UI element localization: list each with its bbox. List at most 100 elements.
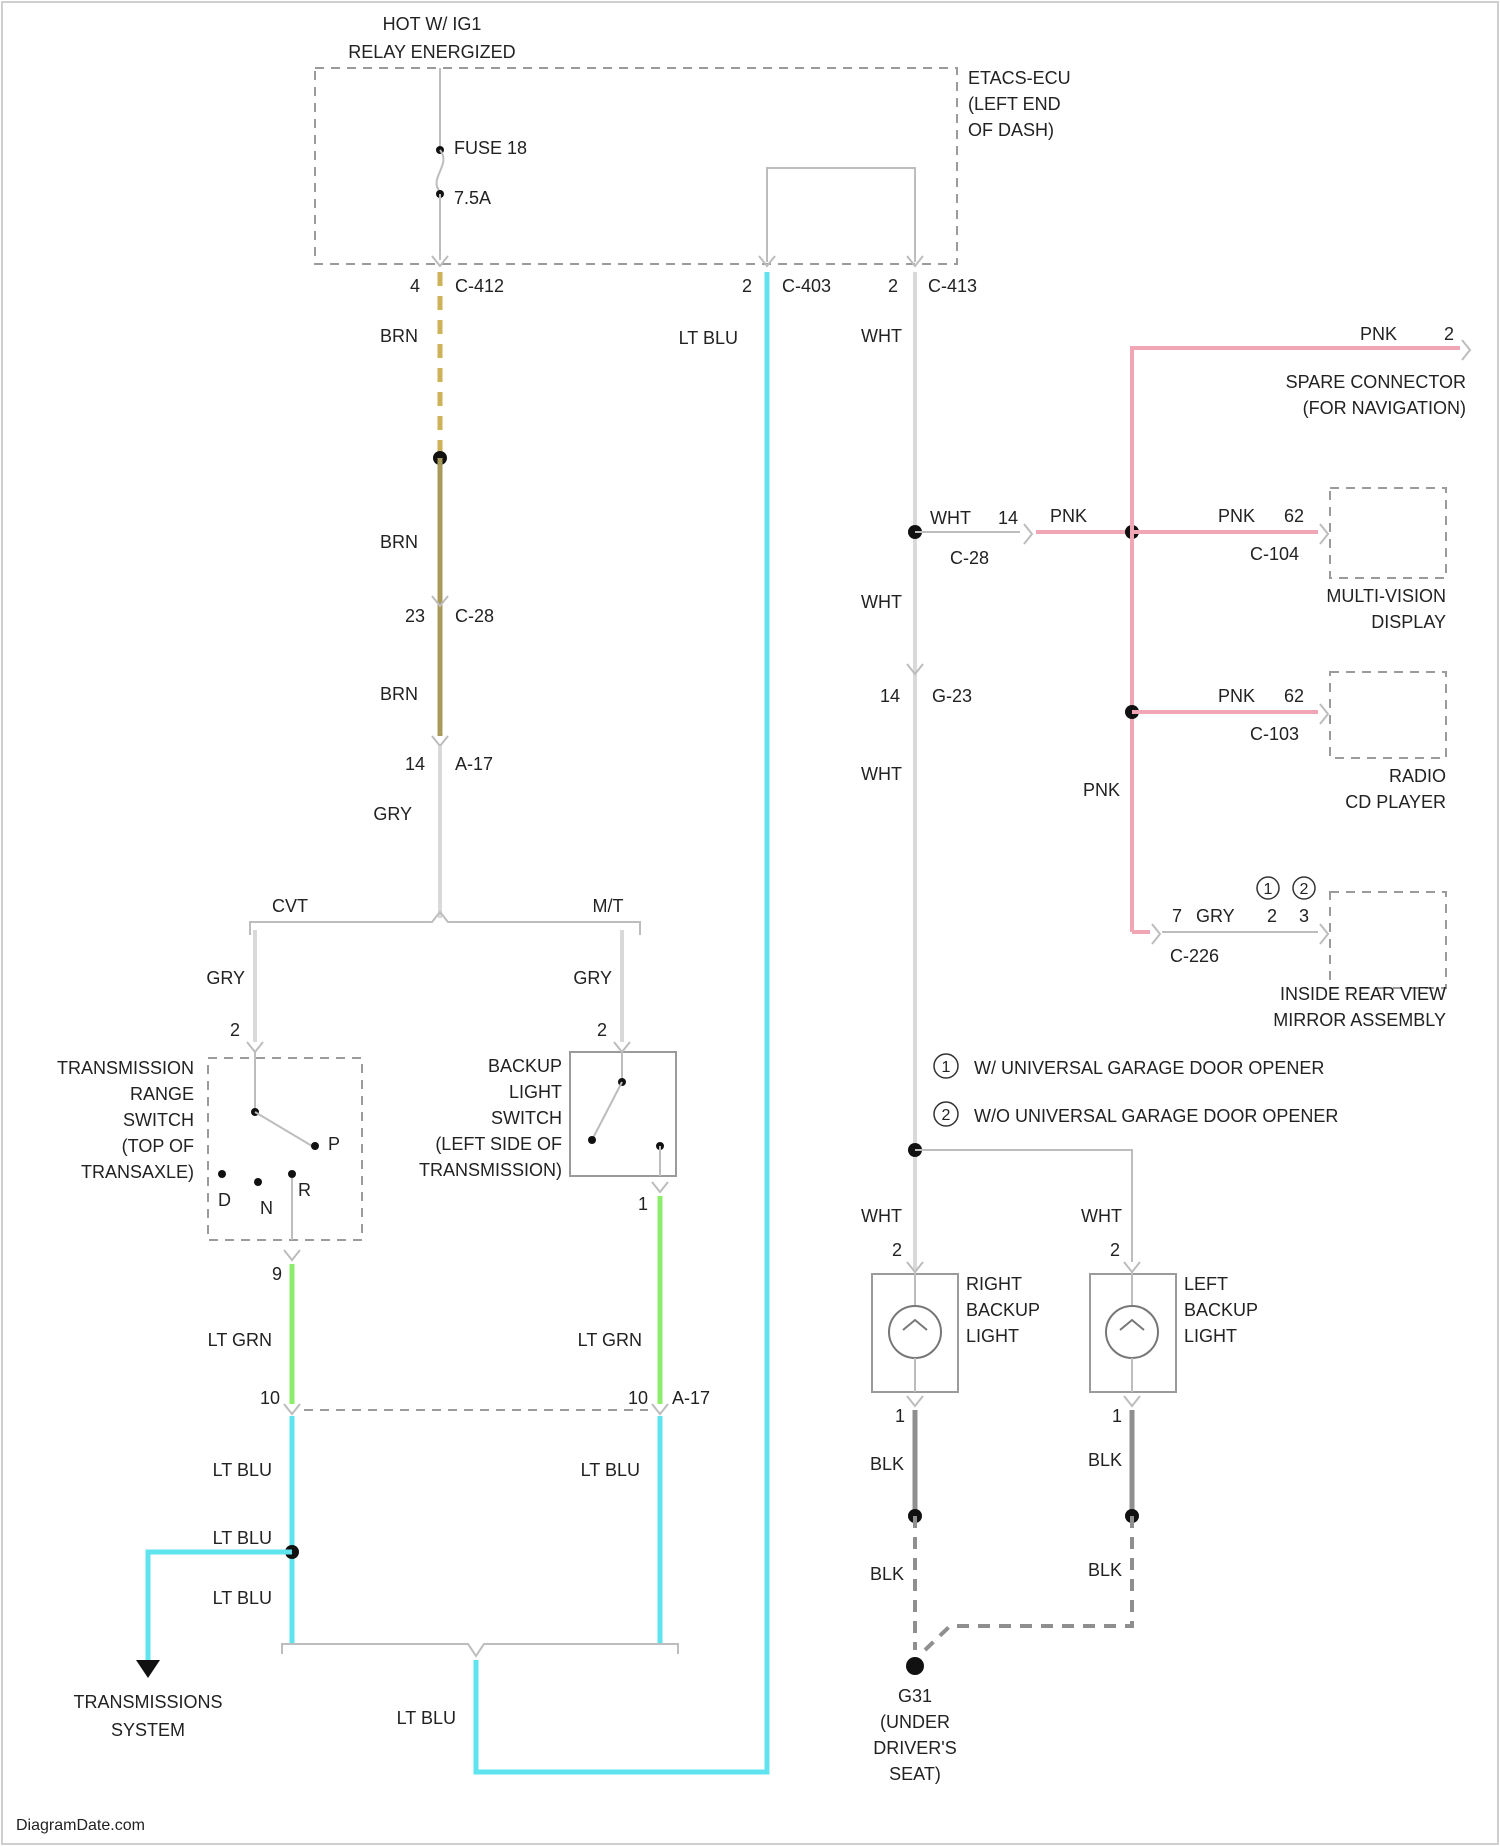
lt-blu-label-c403: LT BLU	[679, 328, 738, 348]
g23-label: G-23	[932, 686, 972, 706]
backup-switch-arm-end	[588, 1136, 596, 1144]
range-switch-arm	[255, 1112, 312, 1146]
branch-mt: M/T	[593, 896, 624, 916]
pnk-label-spare: PNK	[1360, 324, 1397, 344]
blk-label-right-1: BLK	[870, 1454, 904, 1474]
c413-pin: 2	[888, 276, 898, 296]
mvd-label-2: DISPLAY	[1371, 612, 1446, 632]
left-lamp-pin-bottom: 1	[1112, 1406, 1122, 1426]
a17b-pin-right: 10	[628, 1388, 648, 1408]
blk-label-right-2: BLK	[870, 1564, 904, 1584]
wht-label-3: WHT	[861, 764, 902, 784]
legend-1-text: W/ UNIVERSAL GARAGE DOOR OPENER	[974, 1058, 1324, 1078]
left-lamp-label-1: LEFT	[1184, 1274, 1228, 1294]
mirror-box	[1330, 892, 1446, 988]
c28b-pin: 14	[998, 508, 1018, 528]
watermark-text: DiagramDate.com	[16, 1817, 145, 1834]
c28b-label: C-28	[950, 548, 989, 568]
wht-label-left: WHT	[1081, 1206, 1122, 1226]
range-switch-pin2-mark	[247, 1042, 263, 1052]
c403-pin: 2	[742, 276, 752, 296]
right-bulb-filament	[903, 1320, 927, 1330]
range-pos-n: N	[260, 1198, 273, 1218]
lt-grn-label-mt: LT GRN	[578, 1330, 642, 1350]
backup-switch-label-3: SWITCH	[491, 1108, 562, 1128]
transmission-label-2: SYSTEM	[111, 1720, 185, 1740]
ground-label-4: SEAT)	[889, 1764, 941, 1784]
a17b-label: A-17	[672, 1388, 710, 1408]
c28b-connector-mark	[1024, 524, 1032, 544]
mirror-pin-1: 2	[1267, 906, 1277, 926]
c104-pin: 62	[1284, 506, 1304, 526]
etacs-label-2: (LEFT END	[968, 94, 1061, 114]
gry-label-main: GRY	[373, 804, 412, 824]
c28a-label: C-28	[455, 606, 494, 626]
left-lamp-pin2-mark	[1124, 1262, 1140, 1272]
backup-switch-pin2-mark	[614, 1042, 630, 1052]
power-label-1: HOT W/ IG1	[383, 14, 482, 34]
brn-label-3: BRN	[380, 684, 418, 704]
a17-connector-mark-mt	[652, 1404, 668, 1414]
wht-label-c28: WHT	[930, 508, 971, 528]
radio-label-2: CD PLAYER	[1345, 792, 1446, 812]
spare-connector-mark	[1462, 340, 1470, 360]
a17a-label: A-17	[455, 754, 493, 774]
blk-label-left-2: BLK	[1088, 1560, 1122, 1580]
a17-connector-mark-1	[432, 736, 448, 746]
mirror-option-2: 2	[1300, 881, 1309, 898]
lt-grn-label-cvt: LT GRN	[208, 1330, 272, 1350]
mirror-option-1: 1	[1264, 881, 1273, 898]
c103-connector-mark	[1320, 704, 1328, 724]
left-lamp-pin1-mark	[1124, 1396, 1140, 1406]
mirror-connector-mark	[1320, 924, 1328, 944]
range-switch-contact-d	[218, 1170, 226, 1178]
left-lamp-pin-top: 2	[1110, 1240, 1120, 1260]
fuse-name: FUSE 18	[454, 138, 527, 158]
range-switch-pin-bottom: 9	[272, 1264, 282, 1284]
pnk-label-radio: PNK	[1218, 686, 1255, 706]
c28a-pin: 23	[405, 606, 425, 626]
right-bulb-icon	[889, 1306, 941, 1358]
gry-label-cvt: GRY	[206, 968, 245, 988]
lt-blu-label-cvt-1: LT BLU	[213, 1460, 272, 1480]
mirror-pin-2: 3	[1299, 906, 1309, 926]
pnk-label-mvd: PNK	[1218, 506, 1255, 526]
right-lamp-pin-bottom: 1	[895, 1406, 905, 1426]
brn-label-1: BRN	[380, 326, 418, 346]
blk-wire-left-dashed	[925, 1516, 1132, 1650]
blk-label-left-1: BLK	[1088, 1450, 1122, 1470]
fuse-element	[437, 150, 444, 192]
c413-label: C-413	[928, 276, 977, 296]
gry-label-mirror: GRY	[1196, 906, 1235, 926]
brn-label-2: BRN	[380, 532, 418, 552]
lt-blu-label-trans: LT BLU	[213, 1528, 272, 1548]
option-brace	[250, 912, 640, 935]
right-lamp-pin1-mark	[907, 1396, 923, 1406]
range-switch-label-2: RANGE	[130, 1084, 194, 1104]
right-lamp-label-2: BACKUP	[966, 1300, 1040, 1320]
ground-label-1: G31	[898, 1686, 932, 1706]
c104-connector-mark	[1320, 524, 1328, 544]
lt-blu-label-cvt-2: LT BLU	[213, 1588, 272, 1608]
range-switch-label-1: TRANSMISSION	[57, 1058, 194, 1078]
spare-label-2: (FOR NAVIGATION)	[1303, 398, 1466, 418]
backup-switch-pin1-mark	[652, 1182, 668, 1192]
c403-label: C-403	[782, 276, 831, 296]
spare-label-1: SPARE CONNECTOR	[1286, 372, 1466, 392]
c412-label: C-412	[455, 276, 504, 296]
legend-2-num: 2	[942, 1107, 951, 1124]
c412-pin: 4	[410, 276, 420, 296]
c226-pin: 7	[1172, 906, 1182, 926]
ground-label-2: (UNDER	[880, 1712, 950, 1732]
branch-cvt: CVT	[272, 896, 308, 916]
range-switch-contact-p	[311, 1142, 319, 1150]
mirror-label-1: INSIDE REAR VIEW	[1280, 984, 1446, 1004]
right-lamp-pin-top: 2	[892, 1240, 902, 1260]
mvd-box	[1330, 488, 1446, 578]
radio-box	[1330, 672, 1446, 758]
c103-label: C-103	[1250, 724, 1299, 744]
gry-label-mt: GRY	[573, 968, 612, 988]
wht-label-1: WHT	[861, 326, 902, 346]
